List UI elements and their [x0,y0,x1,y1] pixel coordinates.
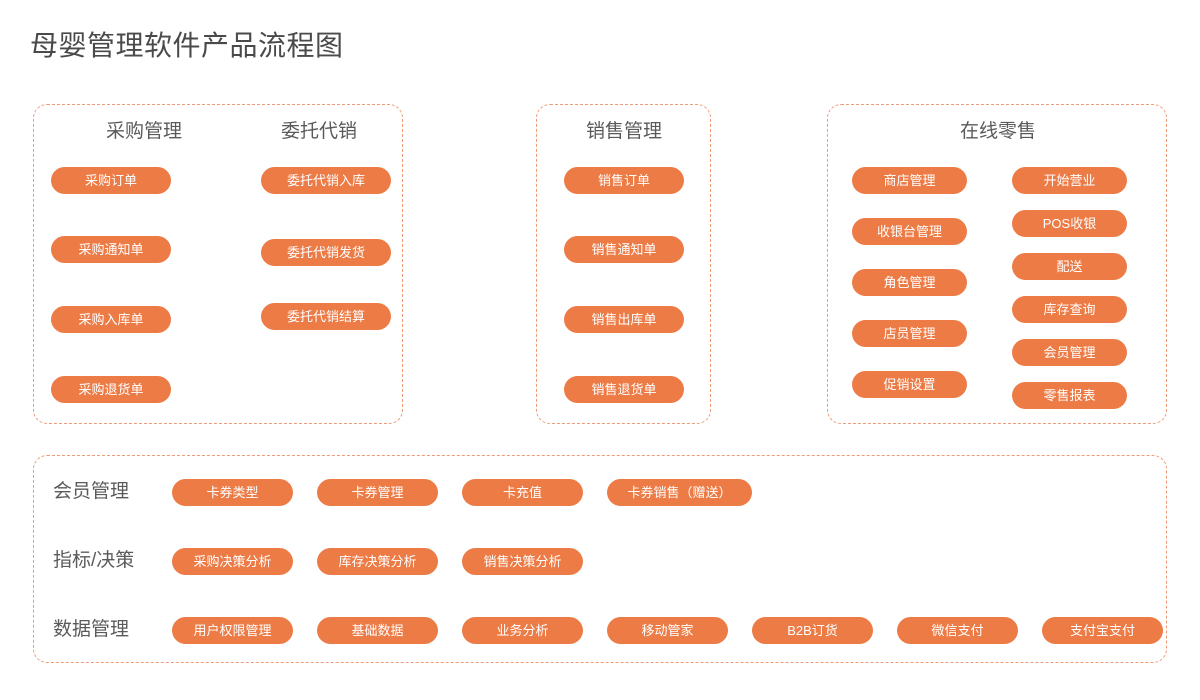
row-label-metrics-decision: 指标/决策 [53,550,135,571]
pill-sales-return[interactable]: 销售退货单 [564,376,684,403]
pill-procurement-notice[interactable]: 采购通知单 [51,236,171,263]
row-label-data-management: 数据管理 [53,619,130,640]
pill-promotion-settings[interactable]: 促销设置 [852,371,967,398]
pill-wechat-pay[interactable]: 微信支付 [897,617,1018,644]
pill-mobile-steward[interactable]: 移动管家 [607,617,728,644]
row-label-member-management: 会员管理 [53,481,130,502]
pill-b2b-ordering[interactable]: B2B订货 [752,617,873,644]
pill-inventory-decision-analysis[interactable]: 库存决策分析 [317,548,438,575]
pill-alipay[interactable]: 支付宝支付 [1042,617,1163,644]
panel-heading-consignment: 委托代销 [280,121,358,142]
pill-sales-outbound[interactable]: 销售出库单 [564,306,684,333]
pill-basic-data[interactable]: 基础数据 [317,617,438,644]
pill-retail-report[interactable]: 零售报表 [1012,382,1127,409]
pill-consignment-settlement[interactable]: 委托代销结算 [261,303,391,330]
pill-procurement-decision-analysis[interactable]: 采购决策分析 [172,548,293,575]
pill-pos-checkout[interactable]: POS收银 [1012,210,1127,237]
pill-user-permission-management[interactable]: 用户权限管理 [172,617,293,644]
pill-procurement-inbound[interactable]: 采购入库单 [51,306,171,333]
pill-sales-notice[interactable]: 销售通知单 [564,236,684,263]
panel-heading-online-retail: 在线零售 [959,121,1037,142]
pill-consignment-shipment[interactable]: 委托代销发货 [261,239,391,266]
pill-sales-order[interactable]: 销售订单 [564,167,684,194]
pill-role-management[interactable]: 角色管理 [852,269,967,296]
pill-delivery[interactable]: 配送 [1012,253,1127,280]
pill-sales-decision-analysis[interactable]: 销售决策分析 [462,548,583,575]
panel-heading-sales: 销售管理 [585,121,663,142]
pill-start-business[interactable]: 开始营业 [1012,167,1127,194]
pill-cashier-desk-management[interactable]: 收银台管理 [852,218,967,245]
pill-card-management[interactable]: 卡券管理 [317,479,438,506]
pill-procurement-order[interactable]: 采购订单 [51,167,171,194]
pill-clerk-management[interactable]: 店员管理 [852,320,967,347]
pill-business-analysis[interactable]: 业务分析 [462,617,583,644]
pill-store-management[interactable]: 商店管理 [852,167,967,194]
pill-consignment-inbound[interactable]: 委托代销入库 [261,167,391,194]
online-retail-panel: 在线零售 商店管理 收银台管理 角色管理 店员管理 促销设置 开始营业 POS收… [827,104,1167,424]
panel-heading-procurement: 采购管理 [105,121,183,142]
shared-services-panel: 会员管理 卡券类型 卡券管理 卡充值 卡券销售（赠送） 指标/决策 采购决策分析… [33,455,1167,663]
sales-panel: 销售管理 销售订单 销售通知单 销售出库单 销售退货单 [536,104,711,424]
page-title: 母婴管理软件产品流程图 [30,30,344,61]
pill-inventory-query[interactable]: 库存查询 [1012,296,1127,323]
pill-card-type[interactable]: 卡券类型 [172,479,293,506]
procurement-consignment-panel: 采购管理 委托代销 采购订单 采购通知单 采购入库单 采购退货单 委托代销入库 … [33,104,403,424]
pill-member-management-retail[interactable]: 会员管理 [1012,339,1127,366]
pill-card-sales-gift[interactable]: 卡券销售（赠送） [607,479,752,506]
pill-card-recharge[interactable]: 卡充值 [462,479,583,506]
pill-procurement-return[interactable]: 采购退货单 [51,376,171,403]
